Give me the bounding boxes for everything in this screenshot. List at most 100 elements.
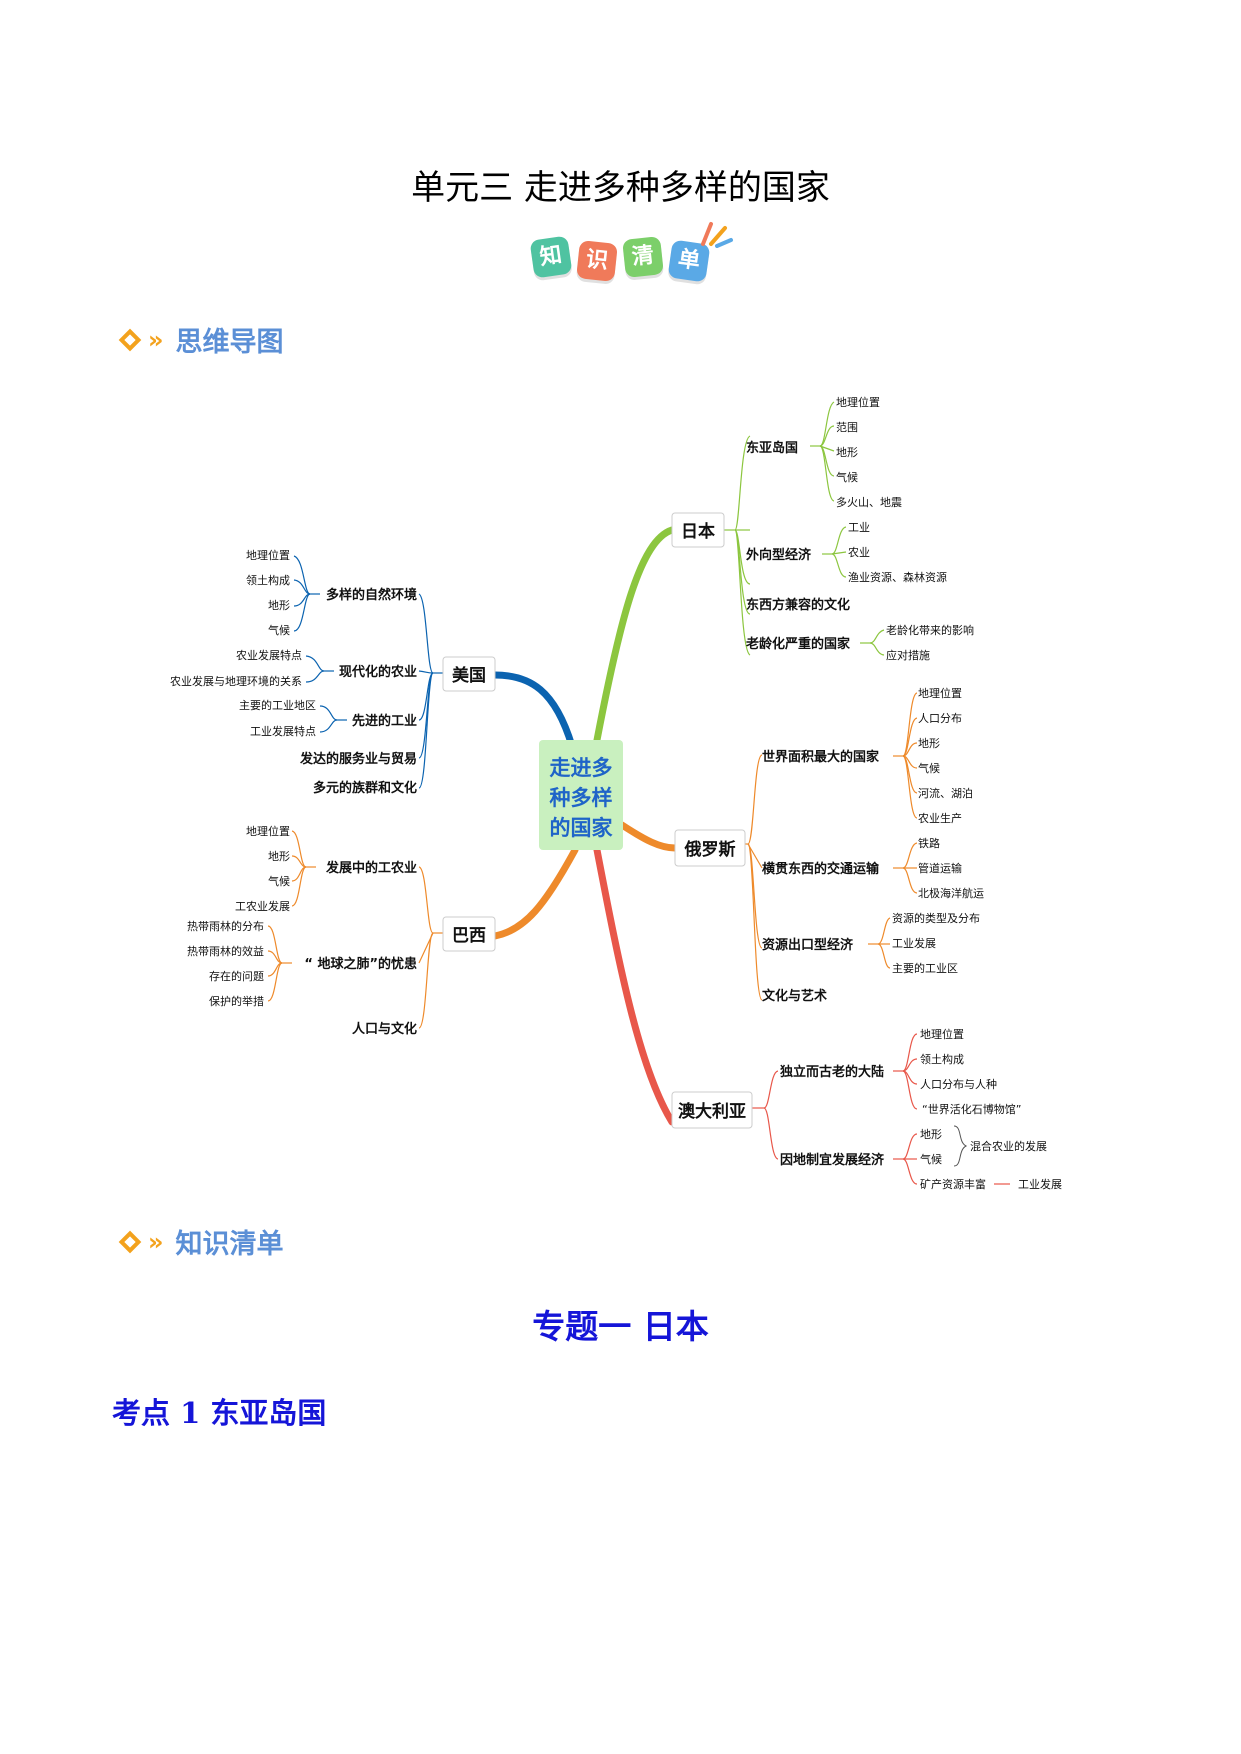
usa-label: 美国	[452, 665, 486, 686]
sparkle-icon	[701, 222, 733, 248]
japan-b4-item-1: 老龄化带来的影响	[886, 623, 974, 637]
section-heading-label: 知识清单	[175, 1229, 284, 1260]
branch-curve-russia	[618, 821, 679, 852]
center-line-1: 走进多	[550, 756, 613, 780]
brazil-b2-item-1: 热带雨林的分布	[187, 919, 264, 933]
russia-connectors	[738, 692, 918, 1001]
japan-b2-item-1: 工业	[848, 521, 870, 534]
section-heading-mindmap: » 思维导图	[118, 320, 284, 359]
russia-node	[674, 829, 746, 867]
australia-b1-item-4: “世界活化石博物馆”	[922, 1102, 1021, 1116]
australia-connectors	[752, 1033, 1010, 1185]
australia-b2-label: 因地制宜发展经济	[780, 1152, 885, 1168]
brazil-connectors	[267, 830, 443, 1029]
japan-b4-label: 老龄化严重的国家	[745, 636, 851, 652]
badge-tile-1: 知	[529, 235, 573, 279]
brazil-label: 巴西	[452, 926, 486, 946]
japan-node	[671, 512, 725, 548]
chevron-right-icon: »	[148, 325, 164, 354]
japan-b2-item-3: 渔业资源、森林资源	[848, 570, 947, 584]
usa-b2-item-1: 农业发展特点	[236, 648, 302, 662]
badge-tile-2: 识	[576, 240, 618, 282]
usa-b5-label: 多元的族群和文化	[313, 780, 417, 796]
russia-b1-item-5: 河流、湖泊	[918, 786, 973, 800]
branch-curve-usa	[491, 671, 576, 750]
japan-b2-item-2: 农业	[848, 545, 870, 559]
australia-b1-label: 独立而古老的大陆	[780, 1064, 884, 1080]
page-title: 单元三 走进多种多样的国家	[411, 168, 830, 208]
brazil-b1-label: 发展中的工农业	[325, 860, 417, 876]
japan-b1-item-3: 地形	[836, 446, 858, 459]
japan-label: 日本	[681, 521, 715, 542]
mind-map: 走进多 种多样 的国家 日本 东亚岛国 地理位置 范围 地形 气候 多火山、地震…	[170, 395, 1062, 1191]
exam-point-label: 考点	[112, 1396, 171, 1430]
branch-curve-australia	[593, 846, 676, 1126]
diamond-icon	[118, 1230, 142, 1253]
australia-mix-agriculture: 混合农业的发展	[970, 1139, 1047, 1153]
usa-b3-label: 先进的工业	[352, 713, 417, 729]
russia-label: 俄罗斯	[684, 839, 736, 860]
russia-b3-item-1: 资源的类型及分布	[892, 911, 980, 925]
usa-b3-item-1: 主要的工业地区	[239, 698, 316, 712]
branch-curve-brazil	[491, 846, 579, 940]
australia-node	[671, 1091, 753, 1129]
australia-b1-item-3: 人口分布与人种	[920, 1077, 997, 1091]
usa-b4-label: 发达的服务业与贸易	[299, 751, 417, 767]
brazil-b3-label: 人口与文化	[352, 1021, 417, 1037]
usa-b3-item-2: 工业发展特点	[250, 724, 316, 738]
russia-b2-item-3: 北极海洋航运	[918, 886, 984, 900]
brazil-b1-item-3: 气候	[268, 874, 290, 888]
australia-brace	[953, 1125, 968, 1167]
russia-b1-label: 世界面积最大的国家	[762, 749, 880, 765]
topic-title: 专题一 日本	[532, 1307, 709, 1346]
japan-b1-item-4: 气候	[836, 470, 858, 484]
russia-b1-item-4: 气候	[918, 761, 940, 775]
exam-point-text: 东亚岛国	[210, 1396, 327, 1430]
australia-b1-item-2: 领土构成	[920, 1052, 964, 1066]
japan-b1-item-1: 地理位置	[836, 395, 880, 409]
usa-b1-item-3: 地形	[268, 599, 290, 612]
japan-b2-label: 外向型经济	[745, 547, 812, 563]
center-node	[539, 740, 623, 850]
brazil-b2-item-2: 热带雨林的效益	[187, 944, 264, 958]
usa-b2-label: 现代化的农业	[339, 664, 417, 680]
knowledge-list-badge: 知 识 清 单	[522, 222, 733, 290]
section-heading-knowledge: » 知识清单	[118, 1222, 284, 1261]
russia-b1-item-1: 地理位置	[918, 686, 962, 700]
brazil-b2-label: “ 地球之肺”的忧患	[304, 956, 417, 972]
usa-node	[442, 656, 496, 692]
australia-b2-item-2: 气候	[920, 1152, 942, 1166]
brazil-b2-item-3: 存在的问题	[209, 969, 264, 983]
japan-b4-item-2: 应对措施	[886, 648, 930, 662]
brazil-b2-item-4: 保护的举措	[209, 994, 264, 1008]
australia-b2-item-3: 矿产资源丰富	[920, 1177, 986, 1191]
center-line-3: 的国家	[550, 816, 614, 840]
usa-b1-item-4: 气候	[268, 623, 290, 637]
badge-tile-3: 清	[622, 236, 664, 278]
russia-b1-item-3: 地形	[918, 737, 940, 750]
brazil-b1-item-4: 工农业发展	[235, 899, 290, 913]
australia-industry: 工业发展	[1018, 1177, 1062, 1191]
usa-b1-item-1: 地理位置	[246, 548, 290, 562]
russia-b4-label: 文化与艺术	[762, 988, 827, 1004]
russia-b2-item-1: 铁路	[918, 837, 940, 850]
exam-point-number: 1	[180, 1396, 201, 1430]
brazil-node	[442, 916, 496, 952]
japan-b1-label: 东亚岛国	[746, 440, 798, 456]
russia-b2-label: 横贯东西的交通运输	[762, 861, 880, 877]
australia-label: 澳大利亚	[678, 1101, 746, 1122]
center-line-2: 种多样	[549, 786, 613, 810]
russia-b1-item-6: 农业生产	[918, 811, 962, 825]
chevron-right-icon: »	[148, 1227, 164, 1256]
exam-point-heading: 考点 1 东亚岛国	[112, 1390, 326, 1432]
brazil-b1-item-1: 地理位置	[246, 824, 290, 838]
japan-b1-item-5: 多火山、地震	[836, 495, 902, 509]
russia-b3-item-3: 主要的工业区	[892, 961, 958, 975]
diamond-icon	[118, 328, 142, 351]
japan-connectors	[724, 401, 885, 656]
russia-b2-item-2: 管道运输	[918, 861, 962, 875]
russia-b3-item-2: 工业发展	[892, 936, 936, 950]
usa-b2-item-2: 农业发展与地理环境的关系	[170, 674, 302, 688]
usa-b1-label: 多样的自然环境	[326, 587, 417, 603]
japan-b1-item-2: 范围	[836, 420, 858, 434]
